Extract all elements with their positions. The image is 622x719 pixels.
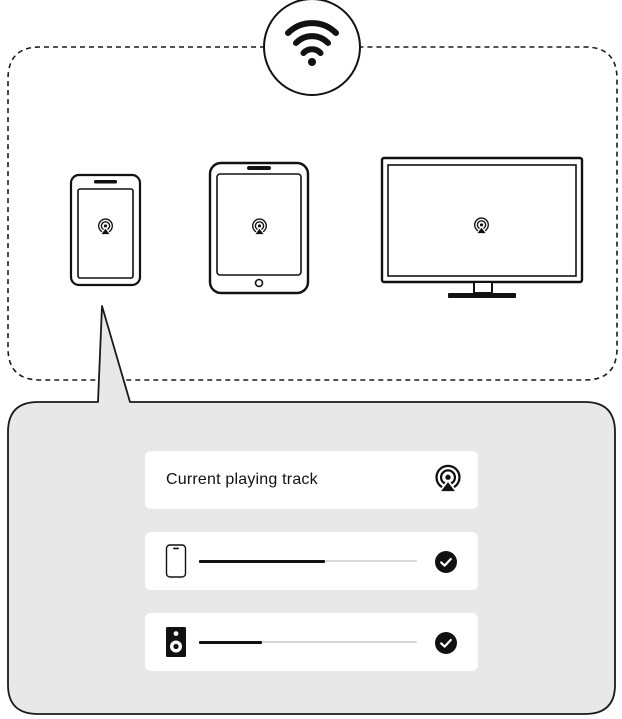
speaker-icon	[166, 627, 186, 657]
track-label: Current playing track	[166, 471, 318, 488]
volume-slider[interactable]	[199, 640, 417, 644]
track-row[interactable]: Current playing track	[145, 451, 478, 509]
volume-slider[interactable]	[199, 559, 417, 563]
tablet-device	[208, 161, 310, 295]
output-row-phone	[145, 532, 478, 590]
cast-icon[interactable]	[432, 464, 464, 496]
check-icon[interactable]	[435, 551, 457, 573]
phone-device	[69, 173, 142, 287]
output-row-speaker	[145, 613, 478, 671]
callout-panel	[7, 305, 616, 715]
phone-icon	[165, 544, 187, 578]
network-boundary	[7, 46, 618, 381]
check-icon[interactable]	[435, 632, 457, 654]
volume-slider-fill	[199, 640, 263, 644]
volume-slider-fill	[199, 559, 326, 563]
tv-device	[380, 156, 584, 298]
wifi-icon	[263, 0, 361, 96]
